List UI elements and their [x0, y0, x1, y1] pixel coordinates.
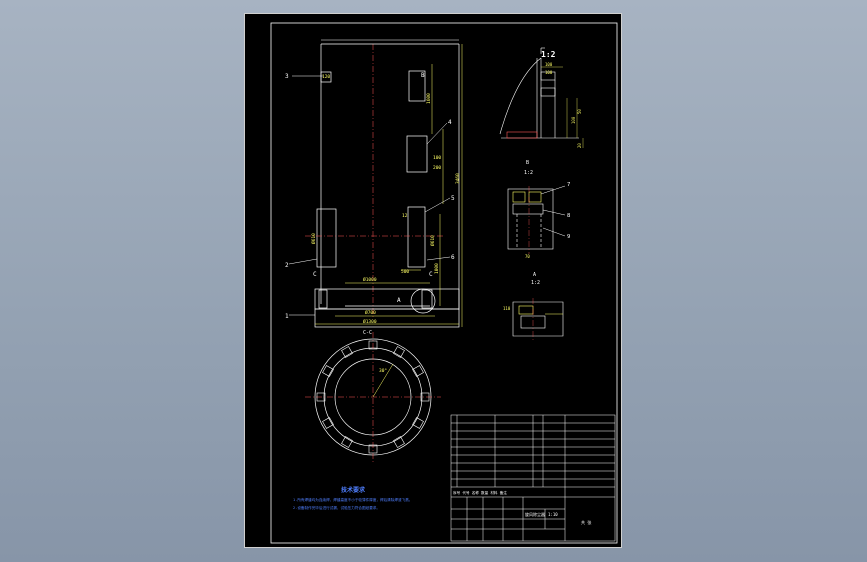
detail-a-label: A	[533, 272, 536, 278]
cad-drawing: 3 2 1 4 5 6 3460 1600 1000 Ø1000 Ø700 Ø1…	[270, 22, 618, 544]
upper-nozzle	[320, 71, 332, 83]
callout-5: 5	[451, 195, 455, 202]
leader-lines	[288, 75, 451, 316]
drawing-scale: 1:10	[548, 512, 558, 517]
dim-mid-diameter: Ø1000	[363, 276, 377, 283]
detail-a-scale: 1:2	[531, 280, 540, 286]
detail-b-view	[507, 186, 554, 254]
dim-outer-diameter: Ø1300	[363, 318, 377, 325]
letter-c-right: C	[429, 271, 433, 278]
right-nozzle-top	[408, 70, 426, 102]
section-cc-label: C-C	[363, 330, 372, 336]
foot-left	[318, 289, 328, 309]
detail-b-leaders	[540, 185, 566, 237]
foot-right	[421, 289, 433, 309]
detail-top-dims	[541, 66, 584, 148]
inner-frame	[270, 22, 618, 544]
svg-text:100: 100	[571, 116, 576, 124]
callout-3: 3	[285, 73, 289, 80]
right-inlet	[407, 206, 426, 268]
main-dimension-lines	[315, 39, 463, 327]
letter-c-left: C	[313, 271, 317, 278]
detail-top-view	[499, 47, 579, 139]
svg-text:100: 100	[545, 62, 553, 67]
dim-500: 500	[401, 269, 409, 275]
base-plate	[314, 308, 460, 328]
callout-7: 7	[567, 182, 570, 188]
dim-120: 120	[322, 74, 330, 80]
dim-inlet-diameter: Ø610	[429, 235, 436, 246]
callout-labels: 3 2 1 4 5 6	[285, 73, 455, 320]
detail-b-callouts: 7 8 9	[567, 182, 570, 240]
title-block	[450, 414, 616, 542]
view-letters: C C A B C-C	[313, 72, 433, 336]
drawing-name: 旋风除尘器	[525, 511, 545, 517]
notes-line-2: 2.设备制作完毕后进行试漏，试验压力符合图纸要求。	[293, 505, 380, 510]
dim-angle: 30°	[379, 368, 387, 374]
dim-height-lower: 1000	[434, 263, 440, 274]
detail-top-labels: 100 100 100 50 20	[545, 62, 582, 148]
parts-list-header: 序号 代号 名称 数量 材料 备注	[453, 490, 507, 495]
ring-plan-view	[305, 332, 441, 462]
dim-12: 12	[402, 213, 408, 219]
callout-2: 2	[285, 262, 289, 269]
detail-top-break	[499, 57, 542, 135]
sheet-count: 共 张	[581, 519, 591, 525]
detail-b-dim: 70	[525, 254, 530, 259]
notes-title: 技术要求	[341, 486, 366, 494]
angle-leader	[372, 363, 394, 398]
letter-b: B	[421, 72, 425, 79]
dim-inner-diameter: Ø700	[365, 309, 376, 316]
detail-a-dim: 110	[503, 306, 511, 311]
letter-a: A	[397, 297, 401, 304]
detail-a-circle	[410, 288, 436, 314]
dim-height-upper: 1600	[426, 93, 432, 104]
left-inlet	[316, 208, 337, 268]
callout-4: 4	[448, 119, 452, 126]
dim-height-total: 3460	[455, 173, 461, 184]
ring-lugs	[316, 340, 430, 454]
callout-1: 1	[285, 313, 289, 320]
dim-shell-diameter: Ø610	[310, 233, 317, 244]
detail-b-scale: 1:2	[524, 170, 533, 176]
svg-text:20: 20	[577, 143, 582, 148]
detail-b-label: B	[526, 160, 529, 166]
drawing-sheet: 3 2 1 4 5 6 3460 1600 1000 Ø1000 Ø700 Ø1…	[244, 13, 622, 548]
svg-text:100: 100	[545, 70, 553, 75]
scale-main-label: 1:2	[541, 50, 556, 59]
svg-text:50: 50	[577, 109, 582, 114]
callout-8: 8	[567, 213, 570, 219]
dimension-texts: 3460 1600 1000 Ø1000 Ø700 Ø1300 Ø610 Ø61…	[310, 74, 461, 325]
dim-100-a: 100	[433, 155, 441, 161]
detail-a-view	[512, 298, 564, 340]
notes-line-1: 1.所有焊缝均为连续焊，焊缝高度不小于较薄件厚度，焊后清除焊渣飞溅。	[293, 497, 412, 502]
callout-9: 9	[567, 234, 570, 240]
right-nozzle-mid	[406, 135, 428, 173]
dim-200-a: 200	[433, 165, 441, 171]
callout-6: 6	[451, 254, 455, 261]
main-elevation-view	[305, 43, 460, 328]
